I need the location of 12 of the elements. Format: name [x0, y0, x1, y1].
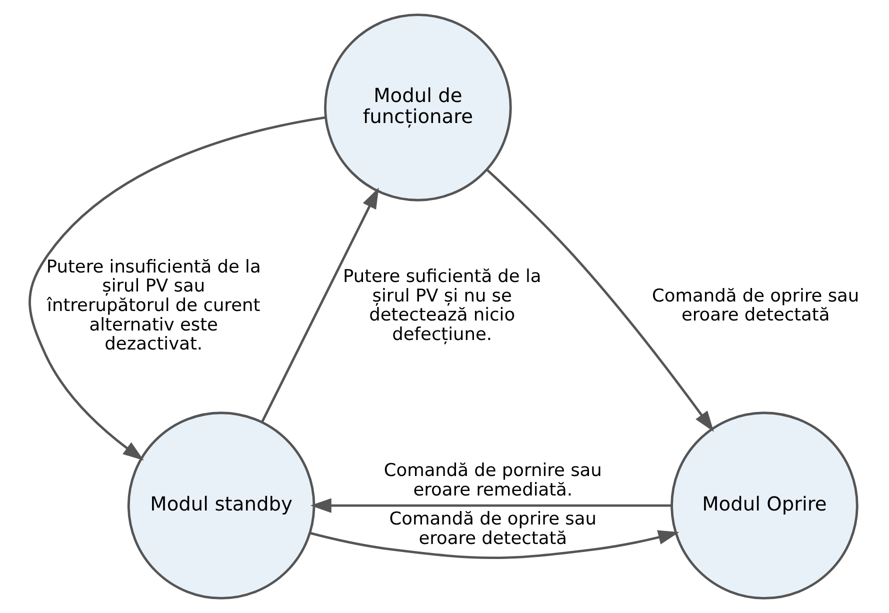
edge-label: Comandă de oprire sau eroare detectată [389, 510, 596, 549]
edge-label: Comandă de pornire sau eroare remediată. [384, 461, 602, 501]
node-circle: Modul de funcționare [324, 14, 512, 202]
arrow [28, 116, 326, 460]
edge-label: Putere insuficientă de la șirul PV sau întrerupătorul de curent alternativ este dezactivat. [46, 257, 261, 355]
arrow [310, 498, 672, 513]
arrow [310, 530, 680, 560]
edge-label: Putere suficientă de la șirul PV și nu se detectează nicio defecțiune. [342, 267, 542, 346]
arrow [260, 188, 379, 423]
node-circle: Modul standby [127, 412, 316, 600]
arrow [486, 169, 714, 432]
edge-label: Comandă de oprire sau eroare detectată [652, 286, 860, 326]
